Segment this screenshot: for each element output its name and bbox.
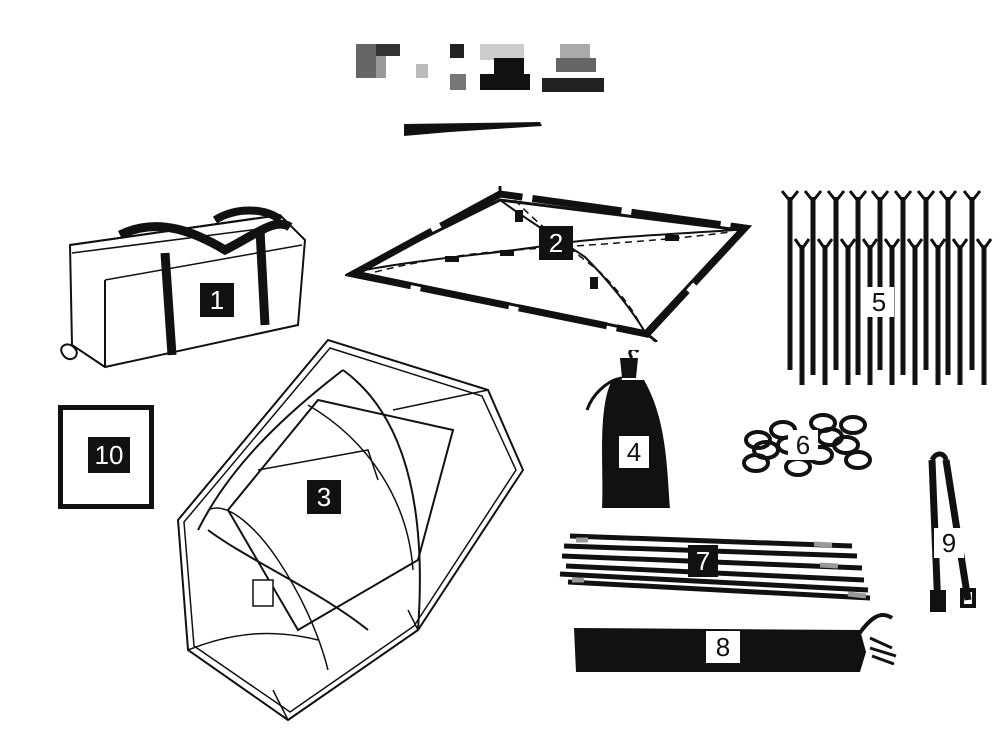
- stuff-sack-icon: [585, 350, 670, 508]
- label-8: 8: [706, 631, 740, 663]
- label-7: 7: [688, 545, 718, 577]
- tent-poles-icon: [559, 533, 871, 601]
- brand-logo: [356, 44, 606, 94]
- label-6: 6: [788, 430, 818, 460]
- dome-tent-icon: [176, 338, 525, 722]
- groundsheet-icon: [345, 186, 753, 342]
- label-3: 3: [307, 480, 341, 514]
- label-5: 5: [864, 287, 894, 317]
- logo-underline: [404, 122, 542, 136]
- label-1: 1: [200, 283, 234, 317]
- tent-stakes-icon: [780, 190, 993, 385]
- label-4: 4: [619, 436, 649, 468]
- label-2: 2: [539, 226, 573, 260]
- label-9: 9: [934, 528, 964, 558]
- label-10: 10: [88, 437, 130, 473]
- duffel-bag-icon: [60, 206, 307, 369]
